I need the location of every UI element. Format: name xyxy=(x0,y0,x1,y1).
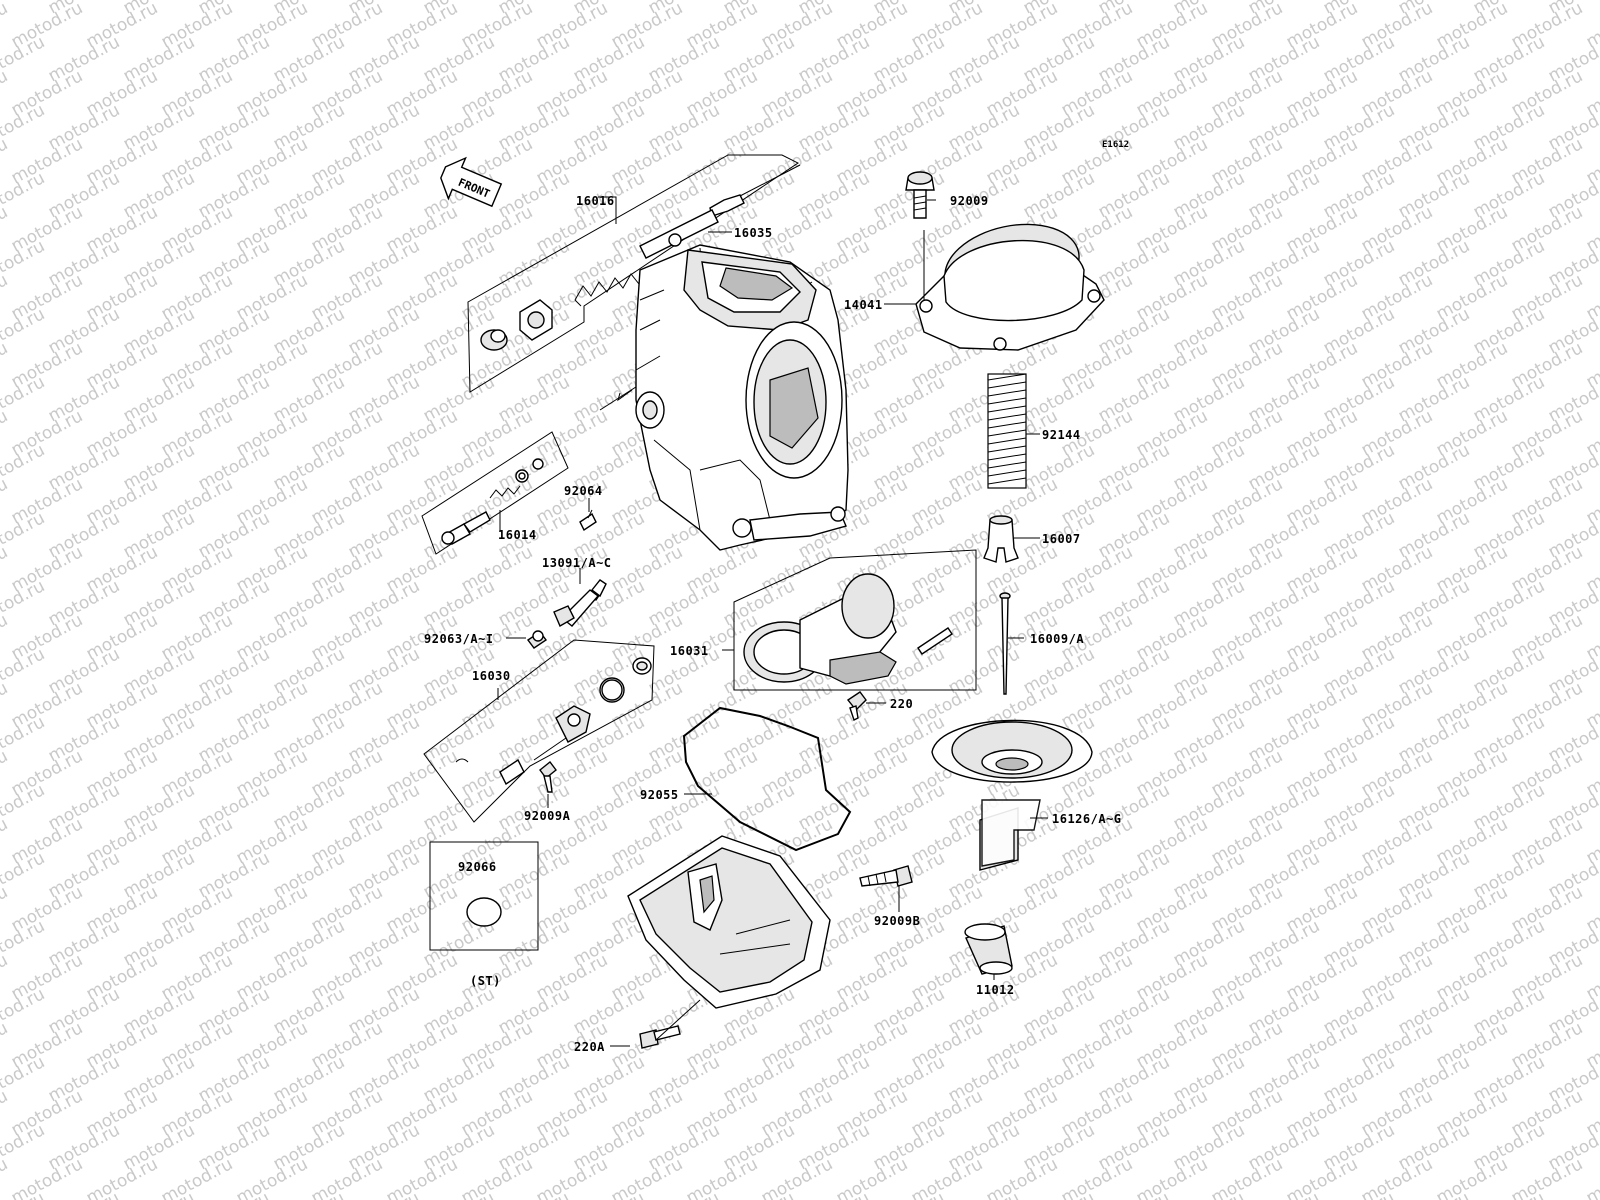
label-16007: 16007 xyxy=(1042,532,1081,546)
group-16014 xyxy=(421,431,569,555)
part-220-screw xyxy=(846,691,867,721)
part-11012-cap xyxy=(964,923,1013,975)
watermark-text: motod.ru xyxy=(0,0,11,52)
watermark-text: motod.ru xyxy=(1583,1154,1600,1200)
watermark-text: motod.ru xyxy=(0,950,11,1004)
watermark-text: motod.ru xyxy=(0,474,11,528)
label-16035: 16035 xyxy=(734,226,773,240)
group-92066 xyxy=(429,841,539,951)
watermark-text: motod.ru xyxy=(0,1086,11,1140)
label-14041: 14041 xyxy=(844,298,883,312)
watermark-text: motod.ru xyxy=(0,678,11,732)
part-float-bowl xyxy=(627,835,831,1009)
carburetor-body xyxy=(635,244,849,551)
watermark-text: motod.ru xyxy=(0,542,11,596)
leader-lines xyxy=(497,196,1048,1047)
label-220: 220 xyxy=(890,697,913,711)
watermark-text: motod.ru xyxy=(0,814,11,868)
label-11012: 11012 xyxy=(976,983,1015,997)
label-92009B: 92009B xyxy=(874,914,920,928)
part-labels: 92009 16016 16035 14041 92144 16007 1601… xyxy=(424,194,1122,1054)
part-92055-gasket xyxy=(682,706,852,852)
label-92063: 92063/A~I xyxy=(424,632,494,646)
label-92009A: 92009A xyxy=(524,809,571,823)
watermark-text: motod.ru xyxy=(0,202,11,256)
label-13091: 13091/A~C xyxy=(542,556,612,570)
label-220A: 220A xyxy=(574,1040,605,1054)
label-16009: 16009/A xyxy=(1030,632,1084,646)
watermark-text: motod.ru xyxy=(0,746,11,800)
group-16031 xyxy=(733,549,977,691)
watermark-text: motod.ru xyxy=(0,134,11,188)
group-16030 xyxy=(423,639,655,823)
part-14041-cover xyxy=(915,223,1105,351)
label-st: (ST) xyxy=(470,974,501,988)
watermark-text: motod.ru xyxy=(0,406,11,460)
label-16016: 16016 xyxy=(576,194,615,208)
label-92009: 92009 xyxy=(950,194,989,208)
part-92064-pin xyxy=(579,509,597,532)
label-92066: 92066 xyxy=(458,860,497,874)
watermark-text: motod.ru xyxy=(0,610,11,664)
part-92063-jet xyxy=(526,630,548,649)
watermark-text: motod.ru xyxy=(0,338,11,392)
part-16009-needle xyxy=(999,592,1011,695)
watermark-text: motod.ru xyxy=(0,882,11,936)
watermark-text: motod.ru xyxy=(0,66,11,120)
diagram-code: E1612 xyxy=(1102,140,1129,150)
label-16030: 16030 xyxy=(472,669,511,683)
label-92055: 92055 xyxy=(640,788,679,802)
part-92009B-screw xyxy=(859,865,913,887)
label-16126: 16126/A~G xyxy=(1052,812,1122,826)
part-13091 xyxy=(553,579,607,627)
label-16014: 16014 xyxy=(498,528,537,542)
watermark-text: motod.ru xyxy=(0,270,11,324)
part-92009A-screw xyxy=(539,761,557,793)
part-16126-piston xyxy=(931,719,1093,871)
label-92144: 92144 xyxy=(1042,428,1081,442)
watermark-text: motod.ru xyxy=(0,1018,11,1072)
group-16016 xyxy=(467,154,801,411)
label-16031: 16031 xyxy=(670,644,709,658)
part-16007-holder xyxy=(983,515,1019,563)
part-92144-spring xyxy=(987,373,1027,489)
part-92009-screw xyxy=(905,171,935,219)
label-92064: 92064 xyxy=(564,484,603,498)
